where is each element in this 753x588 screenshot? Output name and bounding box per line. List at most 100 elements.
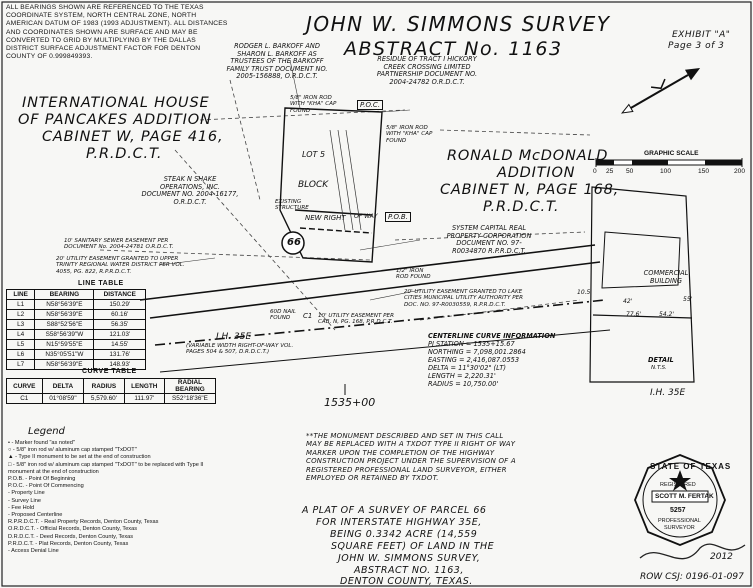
detail-dim: 10.5' bbox=[577, 289, 593, 296]
parcel-number: 66 bbox=[287, 237, 301, 248]
plat-line: ABSTRACT NO. 1163, bbox=[354, 565, 464, 576]
detail-dim: 77.6' bbox=[626, 311, 642, 318]
curve-table: CURVE DELTA RADIUS LENGTH RADIAL BEARING… bbox=[6, 378, 216, 404]
detail-dim: 54.2' bbox=[659, 311, 675, 318]
ihop-label-4: P.R.D.C.T. bbox=[86, 146, 163, 162]
line-table-header: BEARING bbox=[34, 289, 95, 300]
legend-item: - Access Denial Line bbox=[8, 548, 59, 555]
nail-found-label: 60D NAIL FOUND bbox=[270, 309, 296, 322]
line-bearing: N58°56'39"E bbox=[34, 299, 95, 310]
scale-tick: 100 bbox=[660, 168, 672, 175]
legend-item: O.R.D.C.T. - Official Records, Denton Co… bbox=[8, 526, 138, 533]
legend-item: - Survey Line bbox=[8, 497, 41, 504]
curve-table-header: CURVE bbox=[6, 378, 43, 394]
detail-dim: 55' bbox=[683, 296, 693, 303]
plat-line: SQUARE FEET) OF LAND IN THE bbox=[331, 541, 495, 552]
curve-table-header: DELTA bbox=[41, 378, 85, 394]
line-id: L4 bbox=[5, 329, 36, 340]
legend-item: P.R.D.C.T. - Plat Records, Denton County… bbox=[8, 540, 129, 547]
sanitary-easement: 10' SANITARY SEWER EASEMENT PER DOCUMENT… bbox=[64, 238, 174, 251]
scale-tick: 50 bbox=[626, 168, 634, 175]
curve-delta: 01°08'59" bbox=[41, 393, 85, 404]
iron-rod-note-3: 1/2" IRON ROD FOUND bbox=[396, 268, 431, 281]
parcel-circle bbox=[281, 231, 305, 255]
detail-building-label: COMMERCIAL BUILDING bbox=[643, 269, 689, 285]
seal-surveyor: SURVEYOR bbox=[664, 525, 695, 531]
legend-item: P.O.C. - Point Of Commencing bbox=[8, 483, 84, 490]
seal-state: STATE OF TEXAS bbox=[650, 462, 732, 471]
poc-label: P.O.C. bbox=[357, 100, 384, 110]
scale-bar bbox=[595, 158, 743, 167]
ronald-label-1: RONALD McDONALD bbox=[447, 148, 609, 164]
row-csj: ROW CSJ: 0196-01-097 bbox=[640, 572, 744, 582]
signature-date: 2012 bbox=[710, 552, 733, 562]
legend-item: • - Marker found "as noted" bbox=[8, 440, 75, 446]
iron-rod-note-2: 5/8" IRON ROD WITH "KHA" CAP FOUND bbox=[290, 95, 337, 114]
line-distance: 148.93' bbox=[93, 359, 146, 370]
legend-item: - Fee Hold bbox=[8, 504, 35, 511]
existing-structure-label: EXISTING STRUCTURE bbox=[275, 199, 309, 212]
line-distance: 150.29' bbox=[93, 299, 146, 310]
curve-table-header: RADIUS bbox=[83, 378, 125, 394]
owner-system-capital: SYSTEM CAPITAL REAL PROPERTY CORPORATION… bbox=[446, 224, 532, 255]
station-label: 1535+00 bbox=[324, 396, 376, 409]
utility-easement-3: 10' UTILITY EASEMENT PER CAB. N, PG. 168… bbox=[318, 313, 394, 326]
lot-5-boundary bbox=[279, 107, 383, 263]
line-id: L3 bbox=[5, 319, 36, 330]
legend-item: R.P.R.D.C.T. - Real Property Records, De… bbox=[8, 519, 159, 526]
line-id: L6 bbox=[5, 349, 36, 360]
ihop-label-2: OF PANCAKES ADDITION bbox=[18, 112, 212, 128]
centerline-pi: PI STATION = 1535+15.67 bbox=[428, 340, 515, 348]
centerline-northing: NORTHING = 7,098,001.2864 bbox=[428, 348, 526, 356]
pob-label: P.O.B. bbox=[385, 212, 411, 222]
seal-name: SCOTT M. FERTAK bbox=[655, 493, 714, 500]
centerline-title: CENTERLINE CURVE INFORMATION bbox=[428, 332, 556, 340]
centerline-easting: EASTING = 2,416,087.0553 bbox=[428, 356, 520, 364]
legend-item: ▲ - Type II monument to be set at the en… bbox=[8, 454, 151, 461]
line-distance: 131.76' bbox=[93, 349, 146, 360]
curve-c1-label: C1 bbox=[303, 312, 313, 320]
ronald-label-4: P.R.D.C.T. bbox=[483, 199, 560, 215]
curve-table-header: LENGTH bbox=[123, 378, 166, 394]
detail-dim: 42' bbox=[623, 298, 633, 305]
detail-highway: I.H. 35E bbox=[650, 388, 686, 398]
line-bearing: N35°05'51"W bbox=[34, 349, 95, 360]
ihop-label-3: CABINET W, PAGE 416, bbox=[42, 129, 224, 145]
line-distance: 14.55' bbox=[93, 339, 146, 350]
curve-radial-bearing: S52°18'36"E bbox=[164, 393, 216, 404]
monument-note: **THE MONUMENT DESCRIBED AND SET IN THIS… bbox=[306, 432, 516, 483]
detail-title: DETAIL bbox=[648, 356, 674, 364]
curve-length: 111.97' bbox=[123, 393, 166, 404]
scale-tick: 0 bbox=[593, 168, 597, 175]
new-row-label: NEW RIGHT bbox=[305, 214, 346, 222]
utility-easement-2: 20' UTILITY EASEMENT GRANTED TO LAKE CIT… bbox=[404, 289, 524, 308]
detail-box bbox=[589, 186, 695, 383]
seal-registered: REGISTERED bbox=[660, 482, 696, 488]
surveyor-signature bbox=[639, 543, 746, 560]
highway-row-lines bbox=[139, 244, 611, 373]
legend-list: • - Marker found "as noted" ○ - 5/8" iro… bbox=[8, 440, 223, 555]
line-bearing: S88°52'56"E bbox=[34, 319, 95, 330]
block-label: BLOCK bbox=[298, 180, 329, 190]
ronald-label-2: ADDITION bbox=[497, 165, 576, 181]
line-table-caption: LINE TABLE bbox=[78, 280, 124, 287]
table-row: C1 01°08'59" 5,579.60' 111.97' S52°18'36… bbox=[6, 393, 216, 404]
surveyor-seal bbox=[634, 454, 726, 546]
highway-label: I.H. 35E bbox=[216, 332, 252, 342]
ihop-label-1: INTERNATIONAL HOUSE bbox=[22, 95, 210, 111]
plat-line: DENTON COUNTY, TEXAS. bbox=[340, 576, 473, 587]
line-bearing: N15°59'55"E bbox=[34, 339, 95, 350]
scale-tick: 150 bbox=[698, 168, 710, 175]
bearing-note: ALL BEARINGS SHOWN ARE REFERENCED TO THE… bbox=[6, 4, 228, 61]
legend-item: D.R.D.C.T. - Deed Records, Denton County… bbox=[8, 533, 134, 540]
owner-barkoff: RODGER L. BARKOFF AND SHARON L. BARKOFF … bbox=[226, 42, 328, 81]
page-number: Page 3 of 3 bbox=[668, 41, 725, 51]
scale-tick: 25 bbox=[606, 168, 614, 175]
curve-radius: 5,579.60' bbox=[83, 393, 125, 404]
line-bearing: N58°56'39"E bbox=[34, 309, 95, 320]
row-label: OF WAY bbox=[354, 213, 378, 220]
owner-residue-tract: RESIDUE OF TRACT I HICKORY CREEK CROSSIN… bbox=[376, 55, 478, 86]
